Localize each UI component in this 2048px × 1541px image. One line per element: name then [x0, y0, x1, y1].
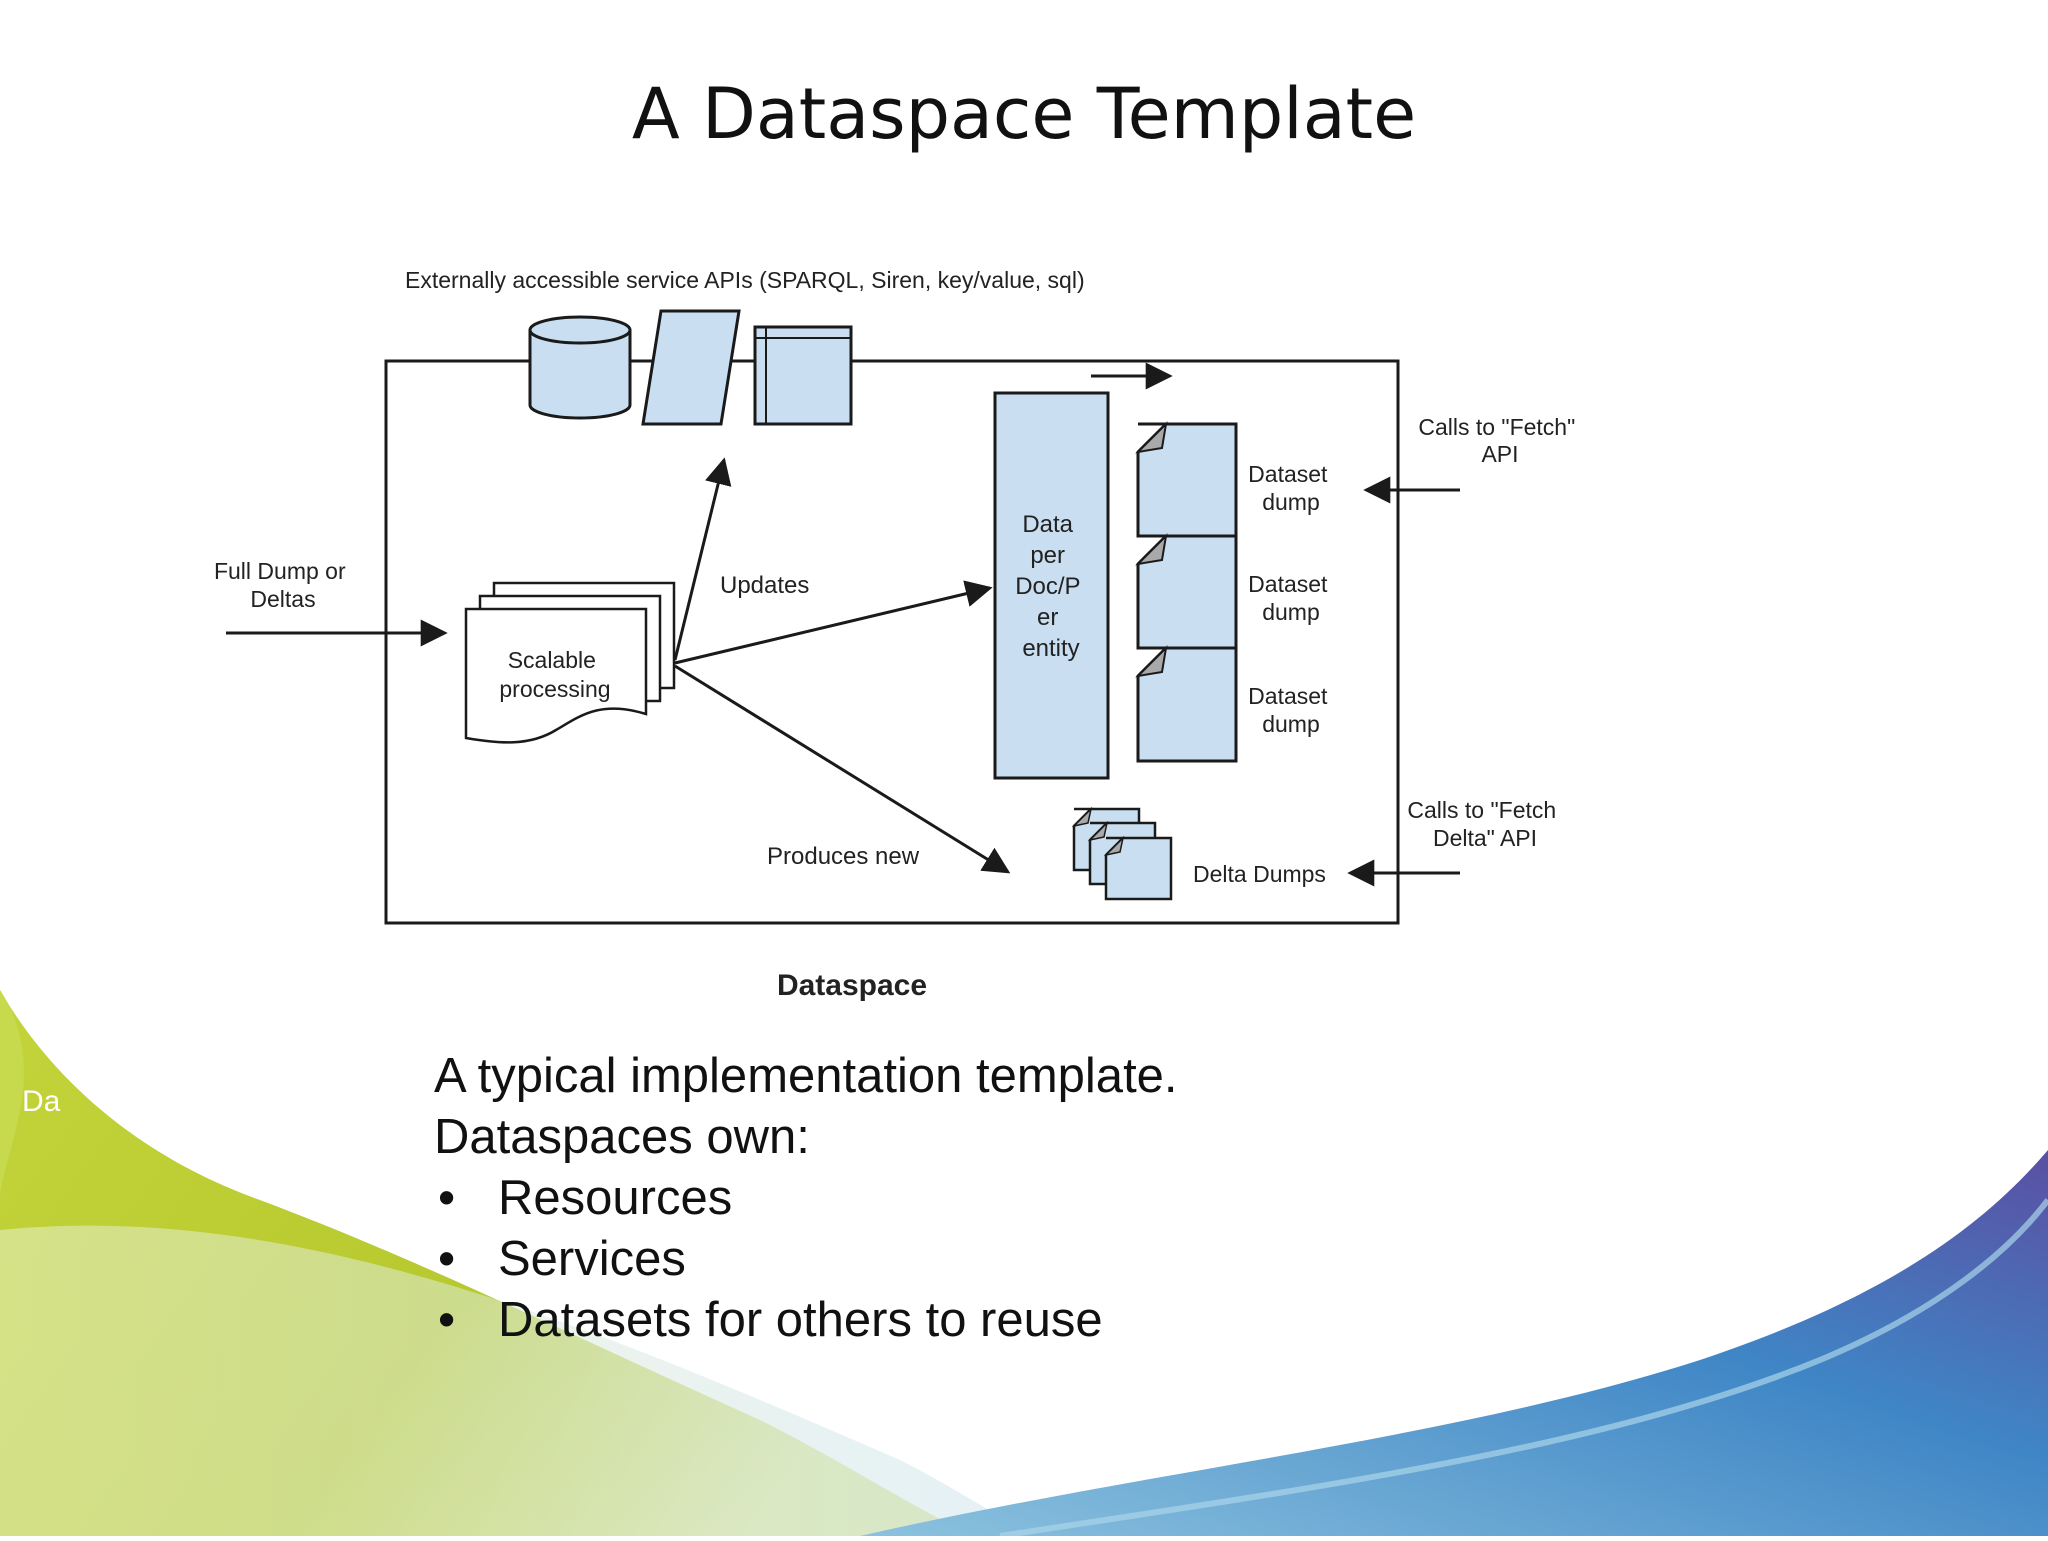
data-parallelogram-icon: [641, 309, 741, 426]
bullet-item: •Resources: [434, 1168, 1334, 1229]
dataspace-box: [384, 359, 1400, 925]
delta-dumps-label: Delta Dumps: [1193, 861, 1326, 887]
dataspace-caption: Dataspace: [777, 969, 927, 1002]
bullet-icon: •: [438, 1171, 456, 1225]
data-store: [993, 391, 1110, 780]
dataset-dump-label: Dataset dump: [1248, 461, 1334, 515]
body-text: A typical implementation template. Datas…: [434, 1046, 1334, 1351]
updates-label: Updates: [720, 572, 809, 599]
dataset-dump-2: Dataset dump: [1135, 533, 1334, 650]
scalable-processing-shape: Scalable processing: [464, 581, 676, 744]
side-fragment-text: Da: [22, 1085, 61, 1118]
bullet-item: •Datasets for others to reuse: [434, 1290, 1334, 1351]
blue-wave-highlight: [999, 1198, 2048, 1536]
bullet-icon: •: [438, 1232, 456, 1286]
arrow-to-apis: [673, 457, 732, 661]
dataset-dump-3: Dataset dump: [1135, 645, 1334, 763]
green-wave-left-edge: [0, 990, 24, 1200]
database-cylinder-icon: [528, 315, 632, 420]
blue-wave: [860, 1150, 2048, 1536]
dataset-dump-1: Dataset dump: [1135, 421, 1334, 538]
bullet-item: •Services: [434, 1229, 1334, 1290]
bullet-list: •Resources •Services •Datasets for other…: [434, 1168, 1334, 1351]
delta-dumps-stack: Delta Dumps: [1071, 806, 1326, 901]
intro-line: A typical implementation template.: [434, 1049, 1178, 1103]
internal-storage-icon: [753, 325, 853, 426]
fetch-delta-api-label: Calls to "Fetch Delta" API: [1407, 797, 1562, 851]
produces-label: Produces new: [767, 843, 920, 870]
dataset-dump-label: Dataset dump: [1248, 683, 1334, 737]
light-wave: [0, 1225, 1040, 1536]
arrow-to-deltas: [674, 664, 1011, 874]
arrow-to-store: [674, 580, 993, 665]
bullet-icon: •: [438, 1293, 456, 1347]
fetch-api-label: Calls to "Fetch" API: [1418, 414, 1581, 467]
slide-title: A Dataspace Template: [631, 73, 1417, 155]
input-label: Full Dump or Deltas: [214, 558, 352, 612]
apis-label: Externally accessible service APIs (SPAR…: [405, 267, 1085, 293]
processing-label: Scalable processing: [499, 647, 610, 702]
dataset-dump-label: Dataset dump: [1248, 571, 1334, 625]
intro-line: Dataspaces own:: [434, 1110, 810, 1164]
data-store-label: Data per Doc/P er entity: [1015, 511, 1087, 662]
